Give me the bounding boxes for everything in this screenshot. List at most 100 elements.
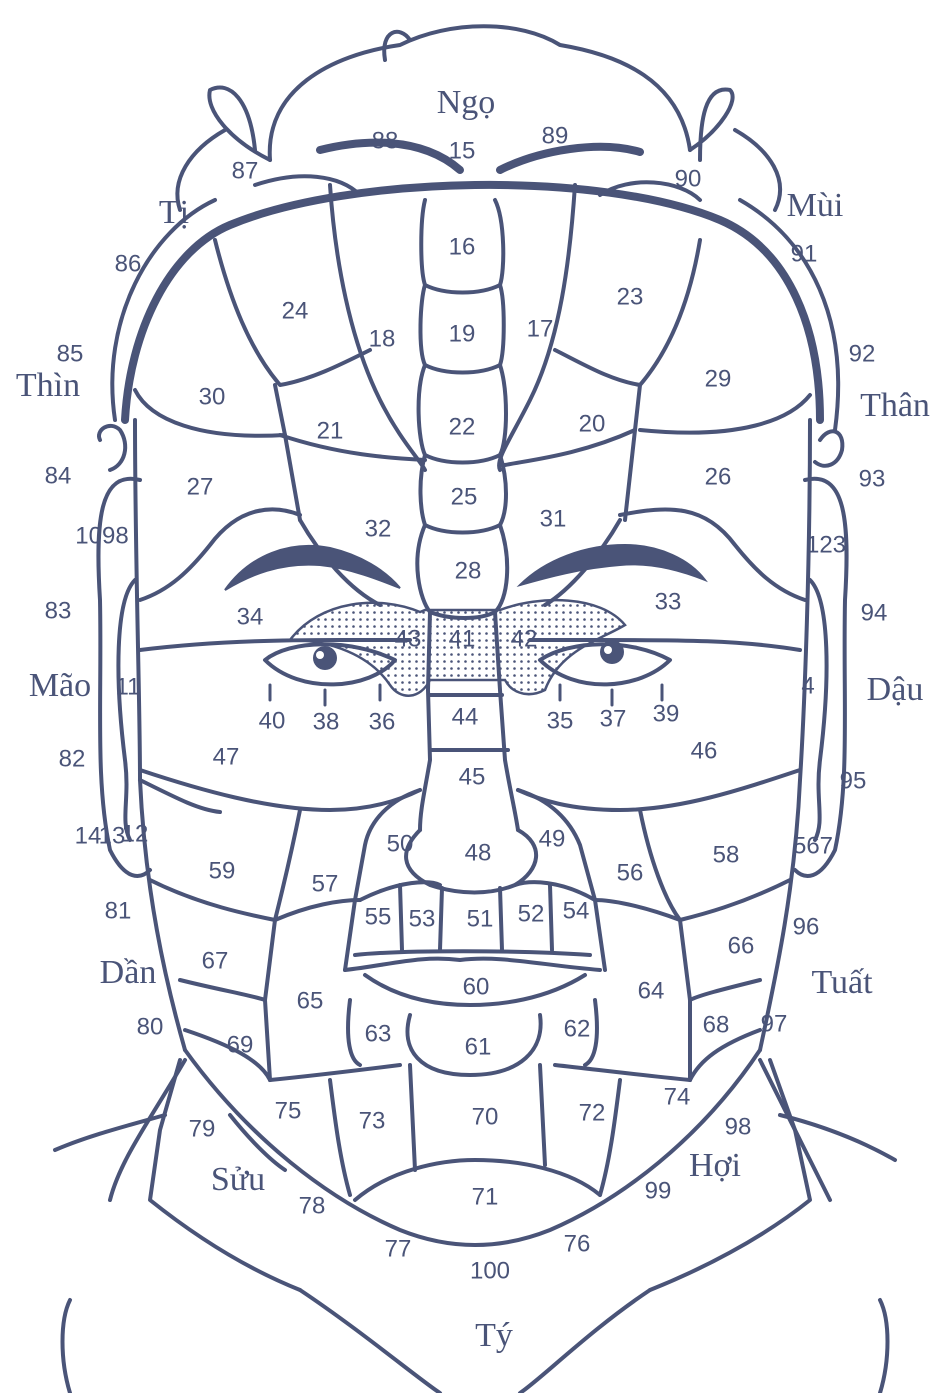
zone-number-22: 22 — [449, 413, 476, 440]
zone-number-30: 30 — [199, 383, 226, 410]
direction-label: Ngọ — [437, 84, 496, 121]
zone-number-38: 38 — [313, 708, 340, 735]
zone-number-89: 89 — [542, 122, 569, 149]
zone-number-76: 76 — [564, 1230, 591, 1257]
zone-number-19: 19 — [449, 320, 476, 347]
zone-number-100: 100 — [470, 1257, 510, 1284]
zone-number-60: 60 — [463, 973, 490, 1000]
zone-number-78: 78 — [299, 1192, 326, 1219]
zone-number-70: 70 — [472, 1103, 499, 1130]
zone-number-83: 83 — [45, 597, 72, 624]
zone-number-51: 51 — [467, 905, 494, 932]
zone-number-97: 97 — [761, 1010, 788, 1037]
direction-label: Tý — [475, 1317, 513, 1354]
zone-number-77: 77 — [385, 1235, 412, 1262]
zone-number-43: 43 — [395, 625, 422, 652]
zone-number-33: 33 — [655, 588, 682, 615]
zone-number-34: 34 — [237, 603, 264, 630]
zone-number-58: 58 — [713, 841, 740, 868]
zone-number-81: 81 — [105, 897, 132, 924]
zone-number-26: 26 — [705, 463, 732, 490]
zone-number-123: 123 — [806, 531, 846, 558]
zone-number-85: 85 — [57, 340, 84, 367]
zone-number-54: 54 — [563, 897, 590, 924]
direction-label: Sửu — [211, 1161, 265, 1198]
zone-number-35: 35 — [547, 707, 574, 734]
zone-number-46: 46 — [691, 737, 718, 764]
zone-number-93: 93 — [859, 465, 886, 492]
direction-label: Tuất — [811, 964, 873, 1001]
zone-number-67: 67 — [202, 947, 229, 974]
zone-number-27: 27 — [187, 473, 214, 500]
right-ear — [795, 431, 847, 876]
zone-number-62: 62 — [564, 1015, 591, 1042]
zone-number-61: 61 — [465, 1033, 492, 1060]
zone-number-80: 80 — [137, 1013, 164, 1040]
zone-number-28: 28 — [455, 557, 482, 584]
zone-number-44: 44 — [452, 703, 479, 730]
direction-label: Dần — [100, 954, 157, 991]
zone-number-23: 23 — [617, 283, 644, 310]
zone-number-4: 4 — [801, 672, 814, 699]
zone-number-31: 31 — [540, 505, 567, 532]
zone-number-50: 50 — [387, 830, 414, 857]
zone-number-49: 49 — [539, 825, 566, 852]
zone-number-39: 39 — [653, 700, 680, 727]
zone-number-17: 17 — [527, 315, 554, 342]
direction-label: Mùi — [787, 187, 844, 224]
zone-number-48: 48 — [465, 839, 492, 866]
direction-label: Tị — [159, 194, 189, 231]
zone-number-72: 72 — [579, 1099, 606, 1126]
zone-number-66: 66 — [728, 932, 755, 959]
zone-number-1098: 1098 — [75, 522, 128, 549]
zone-number-40: 40 — [259, 707, 286, 734]
zone-number-15: 15 — [449, 137, 476, 164]
zone-number-42: 42 — [511, 625, 538, 652]
zone-number-86: 86 — [115, 250, 142, 277]
zone-number-63: 63 — [365, 1020, 392, 1047]
zone-number-92: 92 — [849, 340, 876, 367]
zone-number-29: 29 — [705, 365, 732, 392]
zone-number-16: 16 — [449, 233, 476, 260]
zone-number-84: 84 — [45, 462, 72, 489]
direction-label: Dậu — [867, 671, 924, 708]
zone-number-90: 90 — [675, 165, 702, 192]
direction-label: Hợi — [689, 1147, 741, 1184]
zone-number-59: 59 — [209, 857, 236, 884]
zone-number-64: 64 — [638, 977, 665, 1004]
zone-number-94: 94 — [861, 599, 888, 626]
zone-number-47: 47 — [213, 743, 240, 770]
zone-number-71: 71 — [472, 1183, 499, 1210]
zone-number-18: 18 — [369, 325, 396, 352]
zone-number-12: 12 — [122, 820, 149, 847]
zone-number-14: 14 — [75, 822, 102, 849]
zone-number-32: 32 — [365, 515, 392, 542]
zone-number-52: 52 — [518, 900, 545, 927]
zone-number-68: 68 — [703, 1011, 730, 1038]
zone-number-53: 53 — [409, 905, 436, 932]
zone-number-57: 57 — [312, 870, 339, 897]
zone-number-75: 75 — [275, 1097, 302, 1124]
direction-label: Thân — [860, 387, 930, 424]
zone-number-36: 36 — [369, 708, 396, 735]
zone-number-11: 11 — [116, 673, 141, 700]
zone-number-20: 20 — [579, 410, 606, 437]
zone-number-65: 65 — [297, 987, 324, 1014]
zone-number-73: 73 — [359, 1107, 386, 1134]
zone-number-55: 55 — [365, 903, 392, 930]
zone-number-37: 37 — [600, 705, 627, 732]
zone-number-95: 95 — [840, 767, 867, 794]
zone-number-24: 24 — [282, 297, 309, 324]
zone-number-98: 98 — [725, 1113, 752, 1140]
zone-number-25: 25 — [451, 483, 478, 510]
zone-number-567: 567 — [793, 832, 833, 859]
zone-number-87: 87 — [232, 157, 259, 184]
zone-number-79: 79 — [189, 1115, 216, 1142]
zone-number-82: 82 — [59, 745, 86, 772]
direction-label: Mão — [29, 667, 91, 704]
zone-number-91: 91 — [791, 240, 818, 267]
zone-number-88: 88 — [372, 127, 399, 154]
zone-number-41: 41 — [449, 625, 476, 652]
